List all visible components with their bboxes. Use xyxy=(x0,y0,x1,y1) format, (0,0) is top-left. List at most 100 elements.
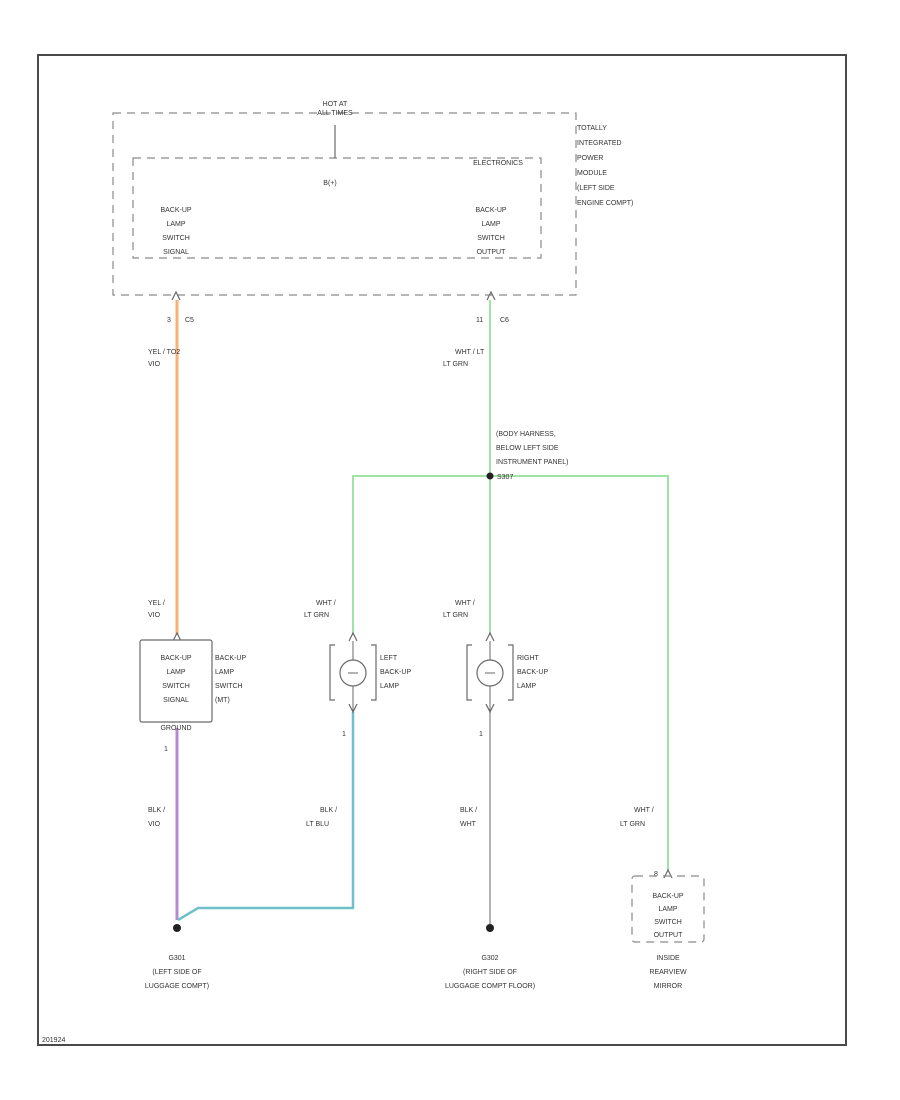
svg-text:BACK-UP: BACK-UP xyxy=(160,655,191,662)
svg-text:(LEFT SIDE: (LEFT SIDE xyxy=(577,185,615,192)
right-backup-lamp xyxy=(466,631,514,714)
switch-inner-label: BACK-UP LAMP SWITCH SIGNAL xyxy=(160,655,191,704)
svg-text:LT BLU: LT BLU xyxy=(306,821,329,828)
svg-text:ENGINE COMPT): ENGINE COMPT) xyxy=(577,200,633,207)
svg-text:WHT /: WHT / xyxy=(455,600,475,607)
svg-text:YEL /: YEL / xyxy=(148,600,165,607)
electronics-label: ELECTRONICS xyxy=(473,160,523,167)
svg-text:LT GRN: LT GRN xyxy=(620,821,645,828)
svg-text:INTEGRATED: INTEGRATED xyxy=(577,140,622,147)
svg-text:VIO: VIO xyxy=(148,821,161,828)
svg-text:MIRROR: MIRROR xyxy=(654,983,682,990)
c5-connector: C5 xyxy=(185,317,194,324)
diagram-frame xyxy=(37,54,847,1046)
svg-text:LAMP: LAMP xyxy=(658,906,677,913)
svg-text:INSTRUMENT PANEL): INSTRUMENT PANEL) xyxy=(496,459,568,466)
svg-text:LAMP: LAMP xyxy=(166,221,185,228)
svg-text:POWER: POWER xyxy=(577,155,603,162)
label-blk-ltblu: BLK / LT BLU xyxy=(306,807,337,828)
svg-text:LUGGAGE COMPT): LUGGAGE COMPT) xyxy=(145,983,209,990)
svg-text:(BODY HARNESS,: (BODY HARNESS, xyxy=(496,431,556,438)
fuse-label: B(+) xyxy=(323,180,336,187)
svg-text:TOTALLY: TOTALLY xyxy=(577,125,607,132)
right-lamp-name: RIGHT BACK-UP LAMP xyxy=(517,655,548,690)
svg-text:MODULE: MODULE xyxy=(577,170,607,177)
ground-g301-desc: (LEFT SIDE OF LUGGAGE COMPT) xyxy=(145,969,209,990)
signal-block-label: BACK-UP LAMP SWITCH SIGNAL xyxy=(160,207,191,256)
svg-text:(MT): (MT) xyxy=(215,697,230,704)
svg-text:VIO: VIO xyxy=(148,361,161,368)
svg-text:SWITCH: SWITCH xyxy=(477,235,505,242)
svg-text:BLK /: BLK / xyxy=(148,807,165,814)
label-blk-wht: BLK / WHT xyxy=(460,807,477,828)
mirror-name: INSIDE REARVIEW MIRROR xyxy=(649,955,687,990)
tipm-outline xyxy=(112,112,577,296)
svg-text:YEL / TO2: YEL / TO2 xyxy=(148,349,180,356)
switch-pin-bottom: 1 xyxy=(164,746,168,753)
svg-text:BACK-UP: BACK-UP xyxy=(475,207,506,214)
svg-text:SIGNAL: SIGNAL xyxy=(163,697,189,704)
mirror-inner-label: BACK-UP LAMP SWITCH OUTPUT xyxy=(652,893,683,939)
right-lamp-pin: 1 xyxy=(479,731,483,738)
svg-text:BACK-UP: BACK-UP xyxy=(215,655,246,662)
svg-text:BACK-UP: BACK-UP xyxy=(517,669,548,676)
svg-text:LUGGAGE COMPT FLOOR): LUGGAGE COMPT FLOOR) xyxy=(445,983,535,990)
left-lamp-pin: 1 xyxy=(342,731,346,738)
svg-text:LT GRN: LT GRN xyxy=(304,612,329,619)
svg-text:WHT: WHT xyxy=(460,821,477,828)
svg-text:BACK-UP: BACK-UP xyxy=(380,669,411,676)
ground-g302-id: G302 xyxy=(481,955,498,962)
svg-text:WHT / LT: WHT / LT xyxy=(455,349,485,356)
splice-id: S307 xyxy=(497,474,513,481)
svg-text:SIGNAL: SIGNAL xyxy=(163,249,189,256)
svg-text:REARVIEW: REARVIEW xyxy=(649,969,687,976)
connector-c6-symbol xyxy=(486,290,496,301)
label-wht-ltgrn-left: WHT / LT GRN xyxy=(304,600,336,619)
wire-wht-ltgrn-branch xyxy=(352,475,669,870)
svg-text:(RIGHT SIDE OF: (RIGHT SIDE OF xyxy=(463,969,517,976)
ground-g302-desc: (RIGHT SIDE OF LUGGAGE COMPT FLOOR) xyxy=(445,969,535,990)
module-name: TOTALLY INTEGRATED POWER MODULE (LEFT SI… xyxy=(577,125,633,207)
label-wht-ltgrn-mid: WHT / LT GRN xyxy=(443,600,475,619)
c6-pin: 11 xyxy=(476,317,483,324)
svg-text:VIO: VIO xyxy=(148,612,161,619)
mirror-pin-top: 8 xyxy=(654,871,658,878)
svg-text:BELOW LEFT SIDE: BELOW LEFT SIDE xyxy=(496,445,559,452)
label-blk-vio: BLK / VIO xyxy=(148,807,165,828)
label-wht-ltgrn-top: WHT / LT LT GRN xyxy=(443,349,485,368)
ground-g301-dot xyxy=(173,924,181,932)
svg-text:LAMP: LAMP xyxy=(215,669,234,676)
hot-at-line1: HOT AT xyxy=(323,101,348,108)
electronics-outline xyxy=(132,157,542,259)
footer-code: 201924 xyxy=(42,1037,65,1044)
left-backup-lamp xyxy=(329,631,377,714)
svg-text:RIGHT: RIGHT xyxy=(517,655,540,662)
output-block-label: BACK-UP LAMP SWITCH OUTPUT xyxy=(475,207,506,256)
svg-text:LAMP: LAMP xyxy=(380,683,399,690)
svg-text:WHT /: WHT / xyxy=(316,600,336,607)
ground-g302-dot xyxy=(486,924,494,932)
svg-text:LAMP: LAMP xyxy=(481,221,500,228)
mirror-box xyxy=(631,875,705,943)
hot-at-line2: ALL TIMES xyxy=(317,110,353,117)
backup-switch-box xyxy=(139,639,213,723)
connector-c5-symbol xyxy=(171,290,181,301)
svg-text:LEFT: LEFT xyxy=(380,655,398,662)
label-yel-vio-top: YEL / TO2 VIO xyxy=(148,349,180,368)
svg-text:OUTPUT: OUTPUT xyxy=(654,932,684,939)
svg-text:BACK-UP: BACK-UP xyxy=(652,893,683,900)
svg-text:LT GRN: LT GRN xyxy=(443,361,468,368)
svg-text:BACK-UP: BACK-UP xyxy=(160,207,191,214)
label-wht-ltgrn-right: WHT / LT GRN xyxy=(620,807,654,828)
svg-text:(LEFT SIDE OF: (LEFT SIDE OF xyxy=(152,969,201,976)
svg-text:SWITCH: SWITCH xyxy=(162,235,190,242)
ground-g301-id: G301 xyxy=(168,955,185,962)
svg-text:BLK /: BLK / xyxy=(320,807,337,814)
svg-text:LAMP: LAMP xyxy=(517,683,536,690)
label-yel-vio-bottom: YEL / VIO xyxy=(148,600,165,619)
splice-dot xyxy=(486,472,494,480)
svg-text:SWITCH: SWITCH xyxy=(215,683,243,690)
mirror-connector-symbol xyxy=(663,868,673,879)
switch-name: BACK-UP LAMP SWITCH (MT) xyxy=(215,655,246,704)
